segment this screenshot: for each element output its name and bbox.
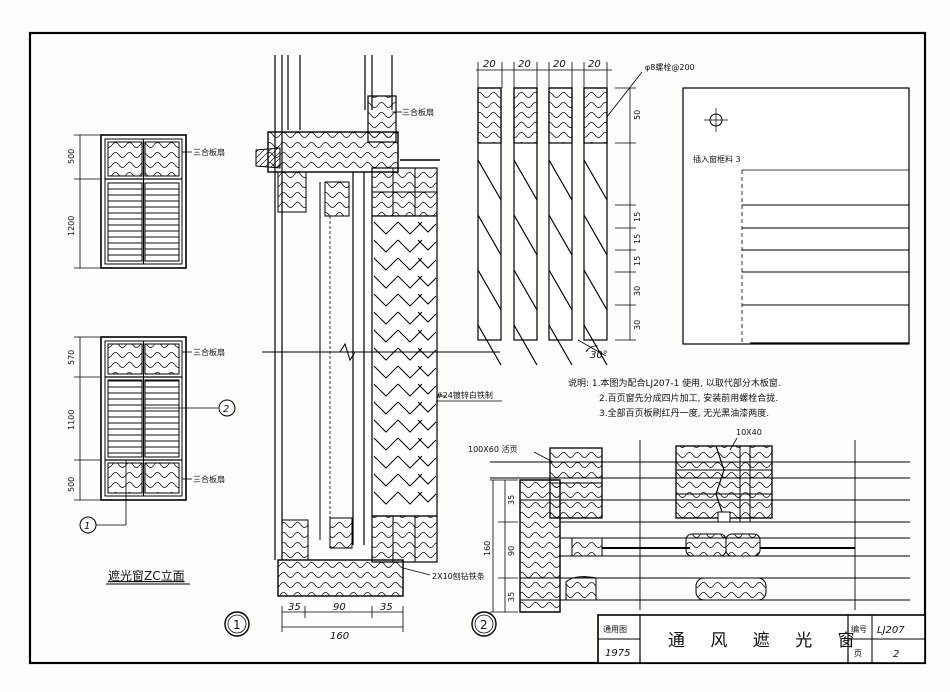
louver-strip-end (583, 87, 608, 144)
elevation-dim-570: 570 (67, 350, 76, 365)
elevation-label-plywood-bot: 三合板扇 (193, 474, 225, 484)
elevation-lower-dimensions (74, 336, 100, 501)
elevation-dim-500: 500 (67, 149, 76, 164)
louver-dim-top-1: 20 (483, 59, 496, 70)
louver-dim-side-30a: 30 (633, 286, 642, 296)
notes: 说明: 1.本图为配合LJ207-1 使用, 以取代部分木板窗. 2.百页窗先分… (568, 377, 781, 419)
section2-label-hinge: 100X60 活页 (468, 444, 517, 454)
section1-dim-35b: 35 (380, 602, 393, 613)
section1-label-iron: #24镀锌白铁制 (436, 390, 493, 400)
note-line-3: 3.全部百页板刷红丹一度, 无光黑油漆两度. (599, 407, 769, 419)
section1-callout-circle (224, 611, 250, 637)
title-number: LJ207 (877, 625, 905, 636)
section-2-view: 100X60 活页 10X40 35 90 35 160 2 (468, 428, 910, 637)
title-year: 1975 (605, 648, 630, 659)
louver-dim-side-15b: 15 (633, 234, 642, 244)
louver-dim-top-4: 20 (588, 59, 601, 70)
louver-strip-end (513, 87, 538, 144)
louver-detail: 20 20 20 20 φ8螺栓@200 50 15 15 15 30 30 3… (476, 59, 910, 366)
louver-angle: 30° (590, 350, 608, 361)
callout-2-circle (218, 399, 236, 417)
elevation-lower-window (100, 336, 187, 501)
louver-bolt-label: φ8螺栓@200 (645, 62, 695, 72)
elevation-label-plywood-top: 三合板扇 (193, 147, 225, 157)
louver-strip-end (477, 87, 502, 144)
section2-dim-90: 90 (507, 546, 516, 556)
louver-dim-side-50: 50 (633, 110, 642, 120)
callout-1-circle (79, 516, 97, 534)
louver-insert-label: 插入窗框料 3 (693, 154, 741, 164)
section-1-view: 三合板扇 #24镀锌白铁制 2X10刨钻铁条 (224, 55, 502, 642)
louver-strip-slant (583, 159, 608, 366)
section2-dim-35b: 35 (507, 592, 516, 602)
title-page: 2 (893, 649, 899, 660)
section2-label-size: 10X40 (736, 428, 762, 437)
louver-strip-slant (513, 159, 538, 366)
louver-strip-end (548, 87, 573, 144)
section1-callout-number: 1 (233, 618, 241, 632)
elevation-dim-500b: 500 (67, 477, 76, 492)
section1-label-strip: 2X10刨钻铁条 (432, 571, 485, 581)
title-atlas-label: 通用图 (603, 624, 627, 634)
louver-strip-slant (477, 159, 502, 366)
title-page-label: 页 (854, 649, 862, 658)
callout-2-number: 2 (223, 404, 229, 415)
title-main: 通 风 遮 光 窗 (668, 631, 865, 651)
louver-dim-side-30b: 30 (633, 320, 642, 330)
elevation-dim-1200: 1200 (67, 216, 76, 236)
elevation-label-plywood-mid: 三合板扇 (193, 347, 225, 357)
section2-callout-circle (471, 611, 497, 637)
section1-dim-total: 160 (330, 631, 349, 642)
louver-strip-slant (548, 159, 573, 366)
louver-dim-side-15a: 15 (633, 212, 642, 222)
title-number-label: 编号 (851, 624, 867, 634)
louver-dim-top-2: 20 (518, 59, 531, 70)
elevation-upper-window (100, 134, 187, 269)
elevation-dim-1100: 1100 (67, 410, 76, 430)
louver-dim-side-15c: 15 (633, 256, 642, 266)
section2-dim-total: 160 (483, 541, 492, 556)
section1-label-plywood: 三合板扇 (402, 107, 434, 117)
elevation-caption: 遮光窗ZC立面 (108, 568, 185, 583)
section2-callout-number: 2 (480, 618, 488, 632)
note-line-1: 说明: 1.本图为配合LJ207-1 使用, 以取代部分木板窗. (568, 377, 781, 389)
section2-dim-35a: 35 (507, 495, 516, 505)
section1-dim-90: 90 (333, 602, 346, 613)
sheet-border (28, 31, 927, 665)
elevation-upper-dimensions (74, 134, 100, 269)
elevation-view: 500 1200 三合板扇 570 1100 500 三 (67, 134, 236, 585)
louver-dim-top-3: 20 (553, 59, 566, 70)
note-line-2: 2.百页窗先分成四片加工, 安装前用螺栓合拢. (599, 392, 778, 404)
title-block: 通用图 1975 通 风 遮 光 窗 编号 LJ207 页 2 (597, 614, 926, 664)
callout-1-number: 1 (84, 521, 90, 532)
section1-dim-35a: 35 (288, 602, 301, 613)
